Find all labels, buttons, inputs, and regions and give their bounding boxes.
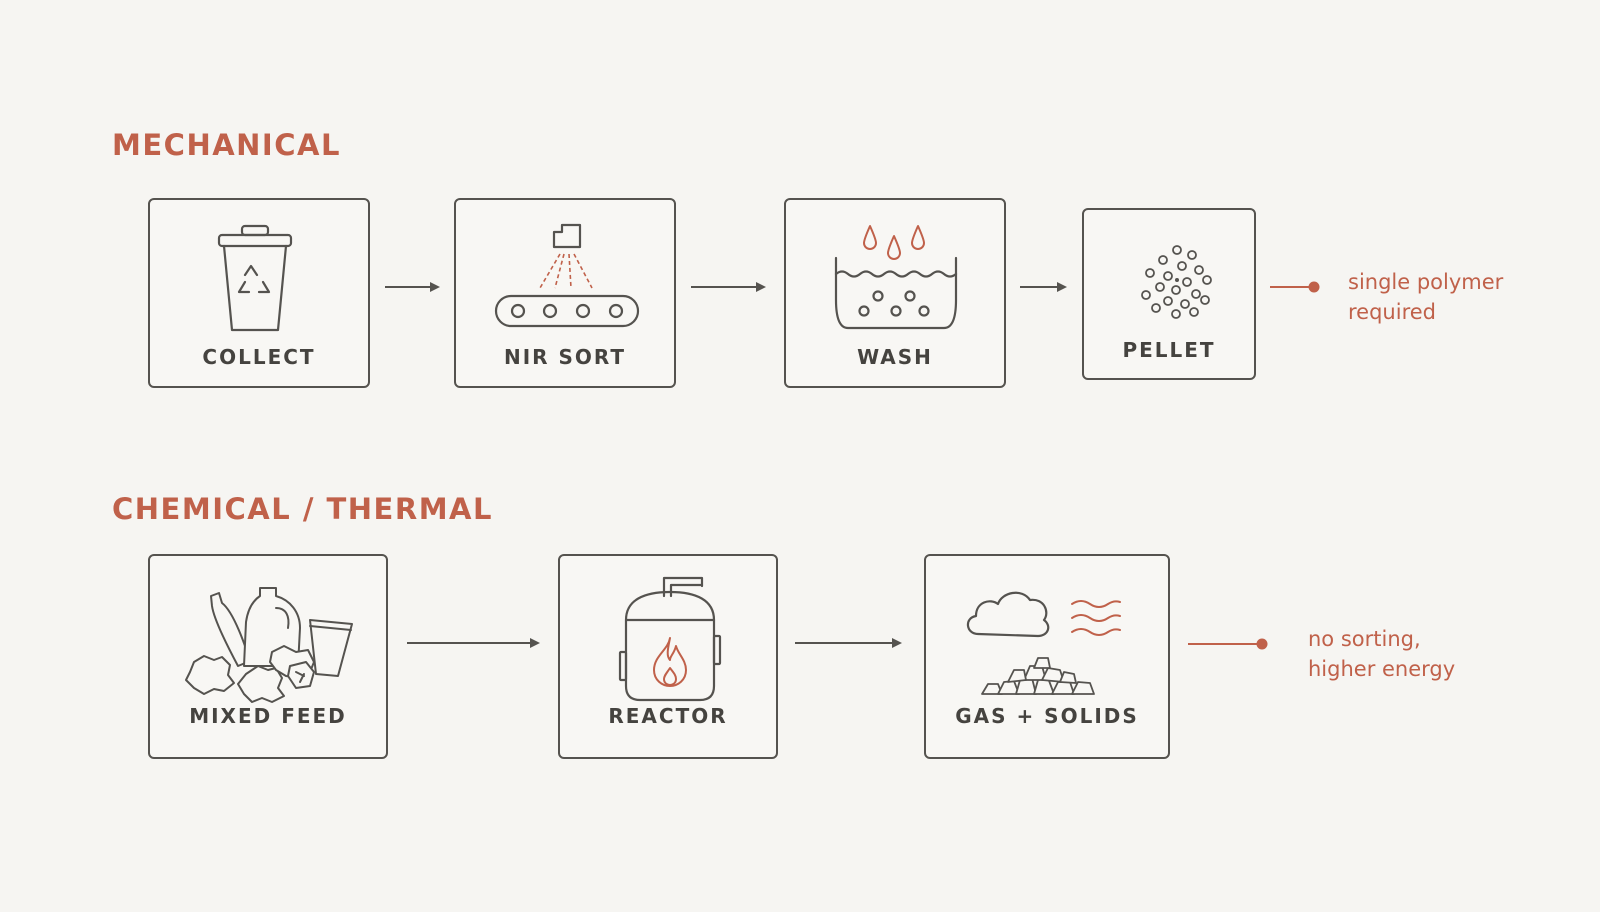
step-reactor: REACTOR [558, 554, 778, 759]
note-chemical-line2: higher energy [1308, 657, 1456, 681]
step-label-reactor: REACTOR [608, 704, 728, 728]
chemical-section-title: CHEMICAL / THERMAL [112, 492, 493, 526]
arrow-sort-to-wash [691, 282, 766, 292]
arrow-collect-to-sort [385, 282, 440, 292]
gas-solids-icon [966, 591, 1121, 695]
arrow-feed-to-reactor [407, 638, 540, 648]
arrow-wash-to-pellet [1020, 282, 1067, 292]
note-chemical: no sorting, higher energy [1308, 624, 1455, 684]
note-mechanical: single polymer required [1348, 267, 1503, 327]
wash-tank-icon [834, 225, 958, 330]
step-pellet: PELLET [1082, 208, 1256, 380]
mixed-plastics-icon [185, 587, 353, 703]
step-mixed-feed: MIXED FEED [148, 554, 388, 759]
note-connector-mechanical [1270, 281, 1320, 293]
note-mechanical-line1: single polymer [1348, 270, 1504, 294]
step-nir-sort: NIR SORT [454, 198, 676, 388]
step-wash: WASH [784, 198, 1006, 388]
conveyor-sensor-icon [494, 223, 640, 328]
arrow-reactor-to-gas [795, 638, 902, 648]
step-label-nir-sort: NIR SORT [503, 345, 627, 369]
pellets-icon [1141, 245, 1212, 319]
step-gas-solids: GAS + SOLIDS [924, 554, 1170, 759]
note-mechanical-line2: required [1348, 300, 1436, 324]
step-label-collect: COLLECT [202, 345, 316, 369]
reactor-flame-icon [618, 576, 722, 702]
note-connector-chemical [1188, 638, 1268, 650]
mechanical-section-title: MECHANICAL [112, 128, 341, 162]
step-label-wash: WASH [857, 345, 933, 369]
step-label-gas-solids: GAS + SOLIDS [955, 704, 1139, 728]
note-chemical-line1: no sorting, [1308, 627, 1421, 651]
step-collect: COLLECT [148, 198, 370, 388]
step-label-pellet: PELLET [1122, 338, 1216, 362]
recycle-bin-icon [217, 224, 293, 332]
step-label-mixed-feed: MIXED FEED [189, 704, 347, 728]
